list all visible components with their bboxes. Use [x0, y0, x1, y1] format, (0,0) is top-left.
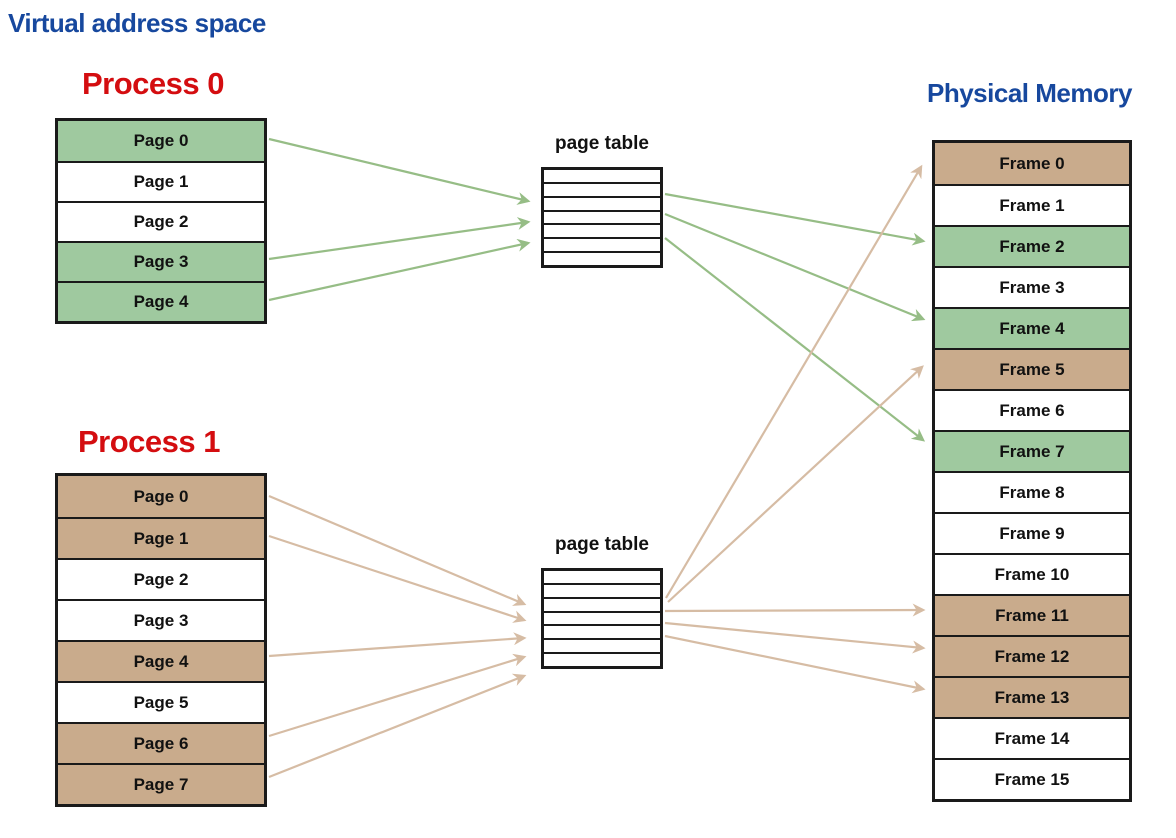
mapping-arrow-p0-page3-to-pagetable — [268, 217, 531, 261]
page-table-entry — [544, 223, 660, 237]
process1-cell-page-5: Page 5 — [58, 681, 264, 722]
frame-cell-frame-8: Frame 8 — [935, 471, 1129, 512]
mapping-arrow-p1-page7-to-pagetable — [268, 673, 527, 779]
process-0-heading: Process 0 — [82, 66, 225, 101]
page-table-entry — [544, 652, 660, 666]
mapping-arrow-pagetable-to-frame5 — [667, 365, 924, 603]
frame-cell-frame-13: Frame 13 — [935, 676, 1129, 717]
frame-cell-frame-1: Frame 1 — [935, 184, 1129, 225]
page-table-top-label: page table — [555, 133, 649, 154]
process1-cell-page-0: Page 0 — [58, 476, 264, 517]
frame-cell-frame-5: Frame 5 — [935, 348, 1129, 389]
page-table-entry — [544, 638, 660, 652]
frame-cell-frame-2: Frame 2 — [935, 225, 1129, 266]
process1-cell-page-7: Page 7 — [58, 763, 264, 804]
frame-cell-frame-6: Frame 6 — [935, 389, 1129, 430]
frame-cell-frame-12: Frame 12 — [935, 635, 1129, 676]
mapping-arrow-p1-page4-to-pagetable — [268, 632, 527, 658]
mapping-arrow-p0-page0-to-pagetable — [268, 137, 531, 205]
mapping-arrow-pagetable-to-frame7 — [664, 237, 926, 442]
process1-cell-page-1: Page 1 — [58, 517, 264, 558]
mapping-arrow-p1-page0-to-pagetable — [268, 494, 527, 606]
physical-memory-title: Physical Memory — [927, 78, 1132, 108]
frame-cell-frame-4: Frame 4 — [935, 307, 1129, 348]
page-table-entry — [544, 251, 660, 265]
page-table-entry — [544, 170, 660, 182]
process1-cell-page-3: Page 3 — [58, 599, 264, 640]
process0-cell-page-2: Page 2 — [58, 201, 264, 241]
frame-cell-frame-11: Frame 11 — [935, 594, 1129, 635]
mapping-arrow-p1-page6-to-pagetable — [268, 653, 527, 738]
mapping-arrow-pagetable-to-frame11 — [664, 603, 926, 617]
page-table-entry — [544, 624, 660, 638]
frame-cell-frame-9: Frame 9 — [935, 512, 1129, 553]
mapping-arrow-pagetable-to-frame13 — [664, 634, 926, 694]
process1-cell-page-6: Page 6 — [58, 722, 264, 763]
page-table-bottom — [541, 568, 663, 669]
page-table-entry — [544, 195, 660, 210]
virtual-address-space-title: Virtual address space — [8, 8, 266, 38]
page-table-entry — [544, 209, 660, 224]
frame-cell-frame-7: Frame 7 — [935, 430, 1129, 471]
frame-cell-frame-10: Frame 10 — [935, 553, 1129, 594]
page-table-entry — [544, 181, 660, 196]
process0-cell-page-4: Page 4 — [58, 281, 264, 321]
mapping-arrow-p1-page1-to-pagetable — [268, 534, 527, 623]
process0-cell-page-0: Page 0 — [58, 121, 264, 161]
page-table-entry — [544, 582, 660, 597]
process-1-heading: Process 1 — [78, 424, 221, 459]
frame-cell-frame-14: Frame 14 — [935, 717, 1129, 758]
mapping-arrow-pagetable-to-frame12 — [664, 621, 926, 654]
mapping-arrow-pagetable-to-frame0 — [665, 164, 923, 599]
process0-cell-page-1: Page 1 — [58, 161, 264, 201]
page-table-bottom-label: page table — [555, 534, 649, 555]
mapping-arrow-pagetable-to-frame2 — [664, 192, 926, 246]
page-table-top — [541, 167, 663, 268]
frame-cell-frame-15: Frame 15 — [935, 758, 1129, 799]
process0-cell-page-3: Page 3 — [58, 241, 264, 281]
page-table-entry — [544, 237, 660, 251]
process1-cell-page-4: Page 4 — [58, 640, 264, 681]
mapping-arrow-p0-page4-to-pagetable — [268, 238, 531, 302]
process1-cell-page-2: Page 2 — [58, 558, 264, 599]
page-table-entry — [544, 571, 660, 583]
frame-cell-frame-0: Frame 0 — [935, 143, 1129, 184]
frame-cell-frame-3: Frame 3 — [935, 266, 1129, 307]
page-table-entry — [544, 596, 660, 611]
page-table-entry — [544, 610, 660, 625]
mapping-arrow-pagetable-to-frame4 — [664, 212, 926, 322]
